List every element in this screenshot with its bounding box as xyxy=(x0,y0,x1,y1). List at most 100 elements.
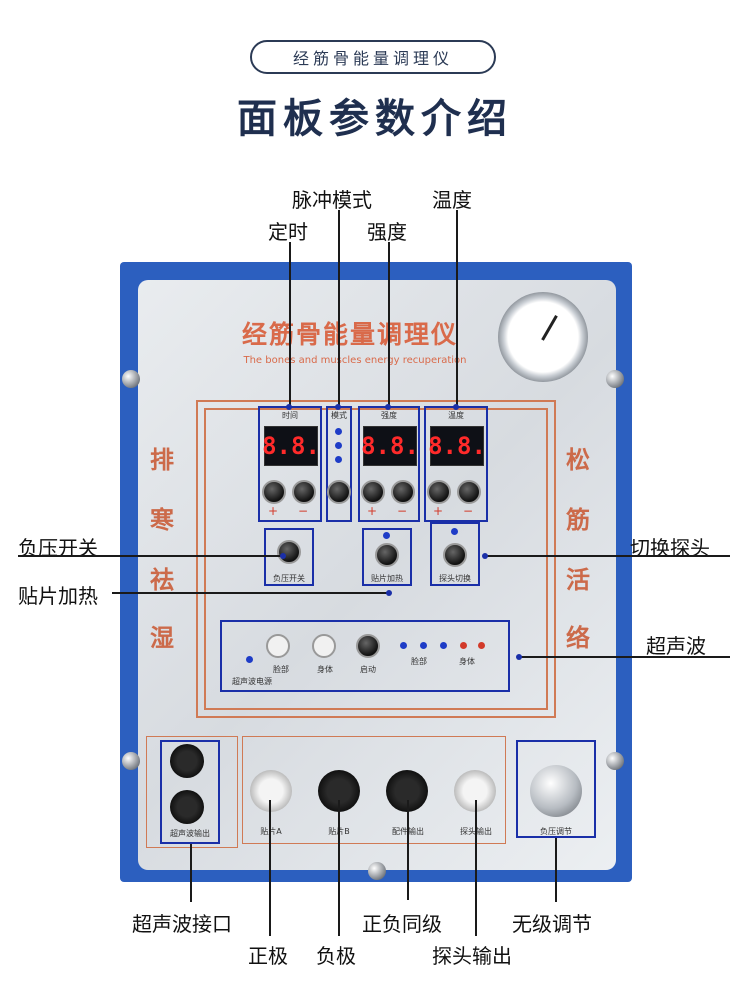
leader-ultrasound xyxy=(518,656,730,658)
leader-dot xyxy=(386,590,392,596)
callout-same-level: 正负同级 xyxy=(362,912,442,936)
pressure-switch-box xyxy=(264,528,314,586)
ultrasound-port-box xyxy=(160,740,220,844)
leader-temperature xyxy=(456,210,458,408)
leader-dot xyxy=(286,404,292,410)
leader-dot xyxy=(516,654,522,660)
callout-temperature: 温度 xyxy=(432,188,472,212)
leader-negative-pressure xyxy=(18,555,282,557)
ultrasound-power-tag: 超声波电源 xyxy=(232,677,272,686)
timer-plus-sign: + xyxy=(268,504,279,518)
mode-box xyxy=(326,406,352,522)
strength-label: 强度 xyxy=(381,411,397,420)
left-char-4: 湿 xyxy=(150,623,174,652)
mode-led-3 xyxy=(335,456,342,463)
pressure-adjust-box xyxy=(516,740,596,838)
pressure-switch-button[interactable] xyxy=(277,540,301,564)
leader-strength xyxy=(388,242,390,408)
screw-icon xyxy=(606,752,624,770)
temperature-label: 温度 xyxy=(448,411,464,420)
screw-icon xyxy=(122,752,140,770)
face-switch[interactable] xyxy=(266,634,290,658)
face-led-tag: 脸部 xyxy=(411,657,427,666)
pressure-adjust-tag: 负压调节 xyxy=(540,827,572,836)
left-char-1: 排 xyxy=(150,445,174,474)
leader-stepless xyxy=(555,838,557,902)
pressure-switch-tag: 负压开关 xyxy=(273,574,305,583)
body-led-tag: 身体 xyxy=(459,657,475,666)
panel-brand-en: The bones and muscles energy recuperatio… xyxy=(243,355,467,366)
leader-same-level xyxy=(407,800,409,900)
probe-switch-button[interactable] xyxy=(443,543,467,567)
face-led-2 xyxy=(420,642,427,649)
right-char-3: 活 xyxy=(566,565,590,594)
face-led-1 xyxy=(400,642,407,649)
screw-icon xyxy=(606,370,624,388)
callout-positive: 正极 xyxy=(248,944,288,968)
callout-patch-heating: 贴片加热 xyxy=(18,584,98,608)
leader-dot xyxy=(385,404,391,410)
callout-strength: 强度 xyxy=(367,220,407,244)
timer-minus-button[interactable] xyxy=(292,480,316,504)
ultrasound-output-tag: 超声波输出 xyxy=(170,829,210,838)
ultrasound-start-button[interactable] xyxy=(356,634,380,658)
leader-probe-output xyxy=(475,800,477,936)
callout-timer: 定时 xyxy=(268,220,308,244)
temperature-minus-button[interactable] xyxy=(457,480,481,504)
ultrasound-port-area xyxy=(146,736,238,848)
callout-negative: 负极 xyxy=(316,944,356,968)
mode-led-2 xyxy=(335,442,342,449)
ultrasound-port-2[interactable] xyxy=(170,790,204,824)
temperature-plus-sign: + xyxy=(433,504,444,518)
patch-a-socket[interactable] xyxy=(250,770,292,812)
patch-heat-button[interactable] xyxy=(375,543,399,567)
timer-plus-button[interactable] xyxy=(262,480,286,504)
body-led-2 xyxy=(460,642,467,649)
ultrasound-port-1[interactable] xyxy=(170,744,204,778)
ultrasound-box xyxy=(220,620,510,692)
leader-ultrasound-port xyxy=(190,844,192,902)
face-tag: 脸部 xyxy=(273,665,289,674)
mode-led-1 xyxy=(335,428,342,435)
callout-stepless: 无级调节 xyxy=(512,912,592,936)
timer-minus-sign: − xyxy=(298,504,309,518)
callout-ultrasound-port: 超声波接口 xyxy=(132,912,232,936)
leader-positive xyxy=(269,800,271,936)
temperature-minus-sign: − xyxy=(463,504,474,518)
temperature-display: 8.8. xyxy=(428,426,486,466)
right-char-1: 松 xyxy=(566,445,590,474)
strength-plus-sign: + xyxy=(367,504,378,518)
patch-a-tag: 贴片A xyxy=(246,826,296,837)
leader-patch-heating xyxy=(112,592,388,594)
temperature-plus-button[interactable] xyxy=(427,480,451,504)
screw-icon xyxy=(368,862,386,880)
leader-pulse-mode xyxy=(338,210,340,408)
leader-probe-switch xyxy=(484,555,730,557)
strength-minus-button[interactable] xyxy=(391,480,415,504)
strength-plus-button[interactable] xyxy=(361,480,385,504)
pressure-adjust-knob[interactable] xyxy=(530,765,582,817)
body-led-1 xyxy=(440,642,447,649)
start-tag: 启动 xyxy=(360,665,376,674)
body-led-3 xyxy=(478,642,485,649)
leader-dot xyxy=(335,404,341,410)
timer-label: 时间 xyxy=(282,411,298,420)
leader-dot xyxy=(280,553,286,559)
ultrasound-power-led xyxy=(246,656,253,663)
strength-minus-sign: − xyxy=(397,504,408,518)
patch-heat-led xyxy=(383,532,390,539)
probe-switch-box xyxy=(430,522,480,586)
socket-panel xyxy=(242,736,506,844)
probe-switch-tag: 探头切换 xyxy=(439,574,471,583)
patch-heat-box xyxy=(362,528,412,586)
mode-button[interactable] xyxy=(327,480,351,504)
leader-dot xyxy=(482,553,488,559)
ornamental-border-inner xyxy=(204,408,548,710)
product-name-pill: 经筋骨能量调理仪 xyxy=(250,40,496,74)
body-switch[interactable] xyxy=(312,634,336,658)
panel-brand-cn: 经筋骨能量调理仪 xyxy=(241,320,458,349)
left-char-2: 寒 xyxy=(150,505,174,534)
screw-icon xyxy=(122,370,140,388)
callout-ultrasound: 超声波 xyxy=(646,634,706,658)
right-char-4: 络 xyxy=(566,623,590,652)
